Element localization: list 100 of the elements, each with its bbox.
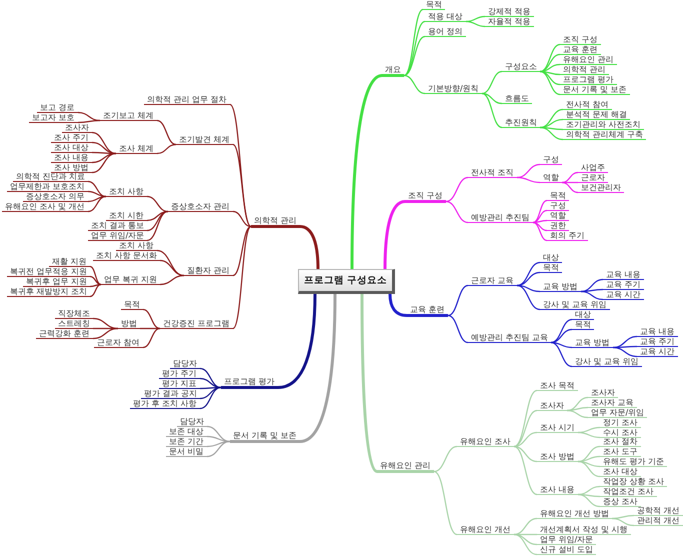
topic-label: 프로그램 평가: [221, 378, 278, 389]
branch-line: [88, 180, 106, 198]
topic-label: 조치 결과 통보: [88, 222, 148, 231]
branch-line: [532, 220, 548, 224]
topic-label: 교육 주기: [603, 281, 644, 290]
branch-line: [482, 70, 502, 94]
topic-label: 보존 대상: [166, 428, 207, 437]
branch-line: [360, 294, 378, 473]
topic-label: 근로자 참여: [94, 339, 143, 348]
topic-label: 조사자: [537, 402, 567, 411]
branch-line: [578, 460, 600, 468]
branch-line: [514, 446, 538, 496]
branch-line: [78, 112, 100, 122]
topic-label: 자율적 적용: [485, 18, 534, 27]
topic-label: 의학적 관리체계 구축: [563, 131, 646, 140]
branch-line: [142, 308, 160, 330]
topic-label: 개요: [382, 66, 404, 77]
branch-line: [466, 20, 486, 28]
branch-line: [550, 342, 572, 368]
topic-label: 조사 대상: [600, 468, 641, 477]
branch-line: [562, 172, 578, 184]
topic-label: 증상 조사: [600, 498, 641, 507]
branch-line: [612, 336, 638, 348]
topic-label: 증상호소자 의무: [23, 193, 88, 202]
branch-line: [88, 196, 106, 212]
central-topic-box: 프로그램 구성요소: [298, 269, 395, 294]
topic-label: 사업주: [578, 164, 608, 173]
branch-line: [206, 436, 230, 442]
topic-label: 질환자 관리: [184, 267, 233, 276]
topic-label: 전사적 조직: [468, 169, 517, 178]
topic-label: 조사 대상: [51, 144, 92, 153]
topic-label: 목적: [540, 264, 562, 273]
topic-label: 보고자 보호: [29, 114, 78, 123]
topic-label: 관리적 개선: [634, 517, 683, 526]
branch-line: [540, 126, 564, 140]
branch-line: [404, 74, 426, 94]
branch-line: [232, 210, 252, 228]
branch-line: [448, 314, 468, 344]
topic-label: 구성: [547, 202, 569, 211]
branch-line: [146, 210, 168, 232]
topic-label: 업무 위임/자문: [537, 536, 596, 545]
branch-line: [540, 44, 560, 72]
branch-line: [532, 222, 548, 242]
branch-line: [514, 518, 538, 536]
branch-line: [88, 190, 106, 198]
branch-line: [384, 200, 406, 270]
topic-label: 유해요인 조사: [457, 438, 514, 447]
branch-line: [578, 486, 600, 496]
branch-line: [160, 260, 184, 276]
topic-label: 업무제한과 보호조치: [7, 183, 88, 192]
topic-label: 교육 훈련: [560, 46, 601, 55]
branch-line: [514, 410, 538, 448]
topic-label: 방법: [118, 320, 140, 329]
branch-line: [566, 410, 588, 418]
branch-line: [206, 440, 230, 458]
branch-line: [532, 222, 548, 232]
branch-line: [200, 386, 221, 390]
topic-label: 조사 내용: [537, 486, 578, 495]
topic-label: 담당자: [170, 360, 200, 369]
topic-label: 구성: [540, 156, 562, 165]
topic-label: 조치 시한: [106, 212, 147, 221]
branch-line: [578, 460, 600, 478]
branch-line: [612, 518, 634, 526]
branch-line: [446, 176, 468, 202]
topic-label: 교육 시간: [603, 291, 644, 300]
topic-label: 근로자: [578, 174, 608, 183]
topic-label: 전사적 참여: [563, 101, 612, 110]
topic-label: 평가 지표: [159, 380, 200, 389]
topic-label: 스트레칭: [55, 320, 93, 329]
branch-line: [92, 152, 116, 174]
branch-line: [532, 200, 548, 224]
topic-label: 조사 체계: [116, 145, 157, 154]
topic-label: 의학적 관리: [251, 217, 300, 228]
topic-label: 담당자: [177, 418, 207, 427]
topic-label: 문서 기록 및 보존: [560, 86, 630, 95]
topic-label: 문서 기록 및 보존: [230, 432, 300, 443]
topic-label: 조사 방법: [537, 453, 578, 462]
branch-line: [532, 210, 548, 224]
topic-label: 강사 및 교육 위임: [540, 301, 610, 310]
topic-label: 조사자: [588, 389, 618, 398]
topic-label: 보고 경로: [37, 104, 78, 113]
branch-line: [404, 20, 426, 76]
topic-label: 추진원칙: [502, 119, 540, 128]
topic-label: 업무 위임/자문: [88, 232, 148, 241]
branch-line: [200, 378, 222, 388]
branch-line: [156, 120, 176, 146]
branch-line: [90, 284, 102, 298]
branch-line: [278, 294, 316, 389]
topic-label: 유해요인 관리: [377, 462, 434, 473]
topic-label: 강제적 적용: [485, 8, 534, 17]
topic-label: 유해요인 개선 방법: [537, 510, 612, 519]
topic-label: 유해요인 조사 및 개선: [2, 203, 88, 212]
branch-line: [578, 456, 600, 462]
branch-line: [92, 142, 116, 154]
topic-label: 조사 시기: [537, 424, 578, 433]
topic-label: 근력강화 훈련: [36, 330, 93, 339]
topic-label: 흐름도: [502, 95, 532, 104]
branch-line: [578, 494, 600, 508]
topic-label: 예방관리 추진팀: [468, 214, 533, 223]
branch-line: [578, 426, 600, 434]
